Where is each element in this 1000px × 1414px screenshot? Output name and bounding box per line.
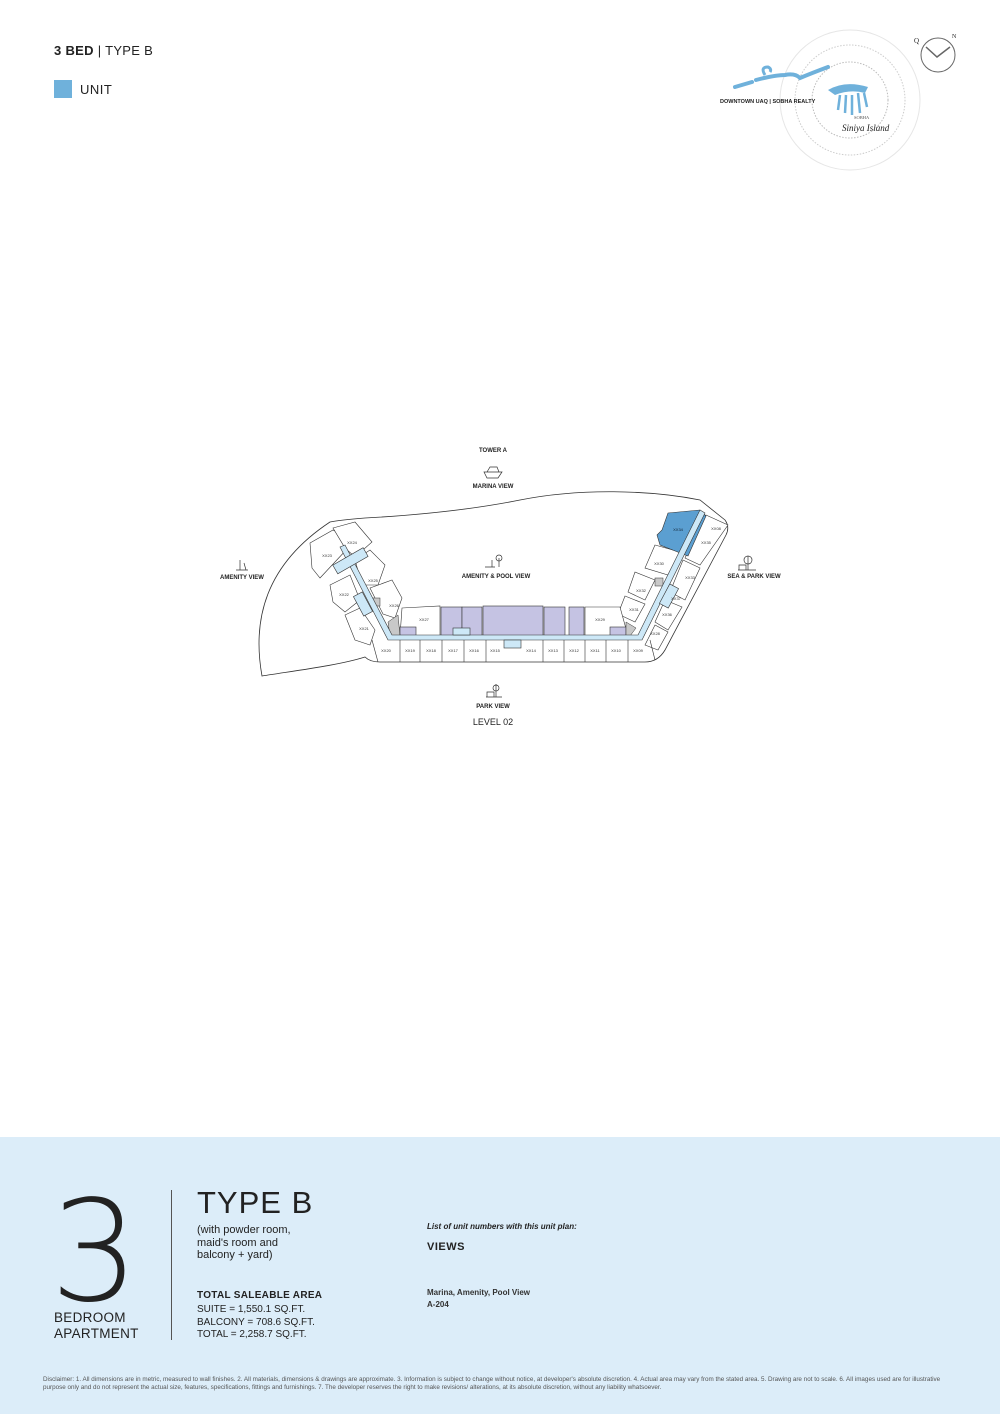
unit-label: XX10 bbox=[611, 648, 621, 653]
unit-label: XX37 bbox=[671, 596, 681, 601]
views-list: Marina, Amenity, Pool View A-204 bbox=[427, 1287, 530, 1311]
type-title: TYPE B bbox=[197, 1185, 314, 1220]
view-description: Marina, Amenity, Pool View bbox=[427, 1288, 530, 1297]
brand-small: SOBHA bbox=[854, 115, 870, 120]
unit-label: XX36 bbox=[662, 612, 672, 617]
unit-label: XX14 bbox=[526, 648, 536, 653]
logo-caption: DOWNTOWN UAQ | SOBHA REALTY bbox=[720, 99, 816, 105]
compass-q: Q bbox=[914, 37, 920, 45]
bedroom-label-line2: APARTMENT bbox=[54, 1326, 139, 1341]
compass-n: N bbox=[952, 34, 957, 40]
summary-panel bbox=[0, 1137, 1000, 1414]
marina-view-label: MARINA VIEW bbox=[472, 484, 514, 490]
unit-label: XX20 bbox=[381, 648, 391, 653]
unit-label: XX16 bbox=[469, 648, 479, 653]
unit-label: XX17 bbox=[448, 648, 458, 653]
legend: UNIT bbox=[54, 80, 112, 98]
unit-label: XX25 bbox=[368, 578, 378, 583]
total-area: TOTAL = 2,258.7 SQ.FT. bbox=[197, 1329, 307, 1340]
unit-label: XX15 bbox=[490, 648, 500, 653]
area-title: TOTAL SALEABLE AREA bbox=[197, 1290, 323, 1301]
unit-label: XX33 bbox=[685, 575, 695, 580]
unit-label: XX35 bbox=[701, 540, 711, 545]
unit-label: XX29 bbox=[595, 617, 605, 622]
unit-label: XX21 bbox=[359, 626, 369, 631]
sea-park-icon bbox=[738, 555, 756, 571]
unit-label: XX13 bbox=[548, 648, 558, 653]
unit-label: XX12 bbox=[569, 648, 579, 653]
unit-label: XX09 bbox=[633, 648, 643, 653]
park-view-label: PARK VIEW bbox=[476, 704, 510, 710]
unit-label: XX26 bbox=[389, 603, 399, 608]
unit-label: XX28 bbox=[650, 631, 660, 636]
pool-tree-icon bbox=[485, 554, 503, 568]
cores bbox=[371, 577, 664, 637]
key-map-logo bbox=[733, 29, 956, 171]
bed-count: 3 BED bbox=[54, 43, 94, 58]
unit-swatch bbox=[54, 80, 72, 98]
unit-label-highlighted: XX34 bbox=[673, 527, 683, 532]
type-description: (with powder room, maid's room and balco… bbox=[197, 1224, 291, 1261]
unit-label: XX30 bbox=[654, 561, 664, 566]
bottom-row-dividers bbox=[371, 639, 656, 663]
tower-label: TOWER A bbox=[479, 448, 507, 454]
unit-label: XX27 bbox=[419, 617, 429, 622]
disclaimer: Disclaimer: 1. All dimensions are in met… bbox=[43, 1376, 941, 1391]
unit-heading: 3 BED | TYPE B bbox=[54, 43, 153, 58]
level-label: LEVEL 02 bbox=[472, 717, 514, 727]
unit-label: XX32 bbox=[636, 588, 646, 593]
unit-label: XX18 bbox=[426, 648, 436, 653]
sea-park-view-label: SEA & PARK VIEW bbox=[727, 574, 781, 580]
view-icons bbox=[236, 466, 756, 698]
unit-label: XX31 bbox=[629, 607, 639, 612]
amenity-pool-view-label: AMENITY & POOL VIEW bbox=[461, 574, 531, 580]
legend-label: UNIT bbox=[80, 81, 113, 97]
unit-list-title: List of unit numbers with this unit plan… bbox=[427, 1222, 577, 1231]
unit-label: XX08 bbox=[711, 526, 721, 531]
balcony-area: BALCONY = 708.6 SQ.FT. bbox=[197, 1316, 315, 1328]
corridor bbox=[332, 509, 706, 649]
divider bbox=[171, 1190, 172, 1340]
suite-area: SUITE = 1,550.1 SQ.FT. bbox=[197, 1304, 306, 1315]
brand-script: Siniya Island bbox=[842, 123, 890, 133]
unit-label: XX24 bbox=[347, 540, 357, 545]
site-boundary bbox=[258, 491, 729, 677]
separator: | bbox=[93, 43, 106, 58]
park-icon bbox=[486, 684, 502, 698]
unit-label: XX11 bbox=[590, 648, 600, 653]
left-wing-units bbox=[309, 521, 441, 646]
unit-label: XX19 bbox=[405, 648, 415, 653]
views-title: VIEWS bbox=[427, 1241, 465, 1253]
unit-label: XX22 bbox=[339, 592, 349, 597]
bedroom-label-line1: BEDROOM bbox=[54, 1310, 126, 1325]
bedroom-count: 3 bbox=[50, 1171, 140, 1334]
unit-number: A-204 bbox=[427, 1300, 449, 1309]
floor-plan bbox=[236, 466, 756, 698]
area-values: SUITE = 1,550.1 SQ.FT. BALCONY = 708.6 S… bbox=[197, 1304, 315, 1342]
unit-label: XX23 bbox=[322, 553, 332, 558]
amenity-view-label: AMENITY VIEW bbox=[220, 575, 264, 581]
amenity-icon bbox=[236, 560, 248, 571]
unit-type: TYPE B bbox=[105, 43, 154, 58]
boat-icon bbox=[483, 466, 503, 479]
